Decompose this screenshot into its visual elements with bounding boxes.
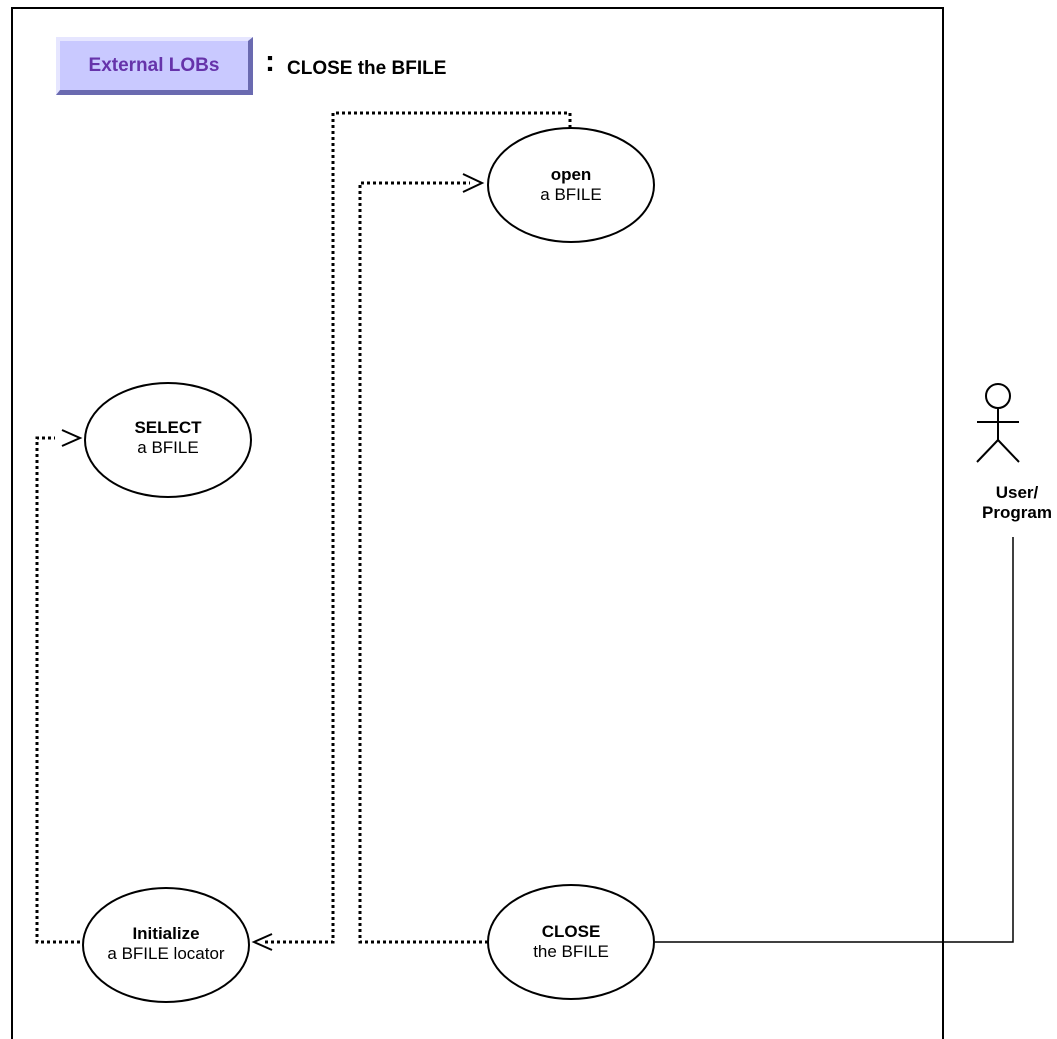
use-case-initialize-ellipse [82, 887, 250, 1003]
use-case-open-ellipse [487, 127, 655, 243]
use-case-close-verb: CLOSE [541, 922, 601, 941]
use-case-select-ellipse [84, 382, 252, 498]
use-case-select-object: a BFILE [137, 438, 199, 457]
use-case-select-verb: SELECT [134, 418, 202, 437]
system-boundary [11, 7, 944, 1039]
use-case-close-object: the BFILE [533, 942, 609, 961]
section-tab-label: External LOBs [88, 54, 220, 76]
actor-user-program: User/ Program [967, 483, 1057, 523]
diagram-title: CLOSE the BFILE [287, 58, 447, 79]
use-case-select: SELECT a BFILE [78, 418, 258, 458]
actor-label-line1: User/ [995, 483, 1039, 502]
use-case-open-verb: open [550, 165, 592, 184]
actor-label-line2: Program [982, 503, 1052, 522]
use-case-open: open a BFILE [481, 165, 661, 205]
section-tab: External LOBs [56, 37, 253, 95]
arrowhead-initialize [251, 933, 273, 951]
connector-initialize-select [35, 436, 80, 944]
use-case-close: CLOSE the BFILE [481, 922, 661, 962]
use-case-initialize-object: a BFILE locator [107, 944, 225, 963]
use-case-open-object: a BFILE [540, 185, 602, 204]
arrowhead-open [462, 173, 485, 193]
use-case-initialize-verb: Initialize [132, 924, 200, 943]
use-case-close-ellipse [487, 884, 655, 1000]
connector-open-initialize [262, 111, 572, 944]
use-case-initialize: Initialize a BFILE locator [76, 924, 256, 964]
arrowhead-select [61, 429, 83, 447]
actor-association-line [655, 537, 1014, 943]
title-separator: : [265, 45, 275, 78]
stick-figure-icon [976, 383, 1020, 463]
connector-close-open [358, 181, 488, 944]
